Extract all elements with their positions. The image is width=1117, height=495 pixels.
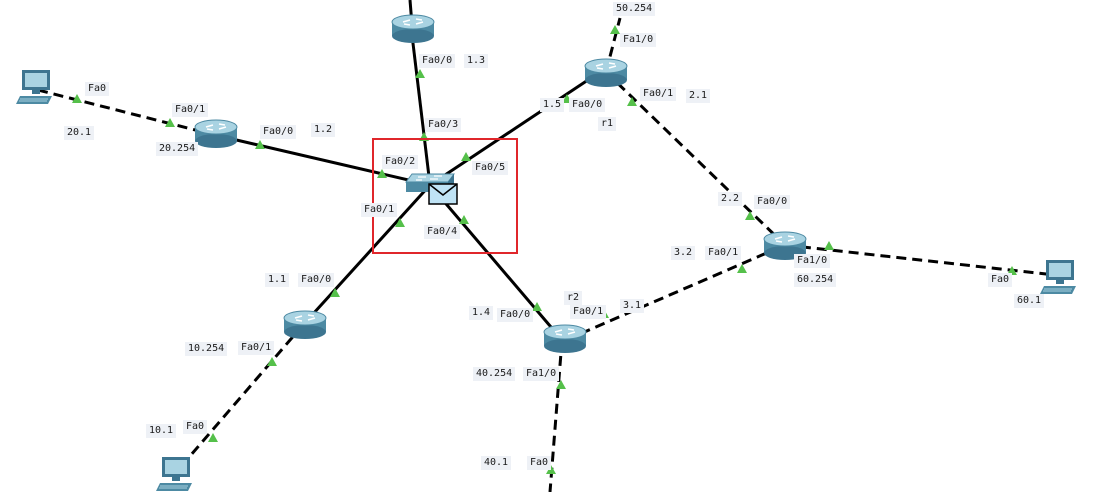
port-indicator [461,152,471,161]
port-label: Fa0/3 [425,118,462,132]
ip-label: 2.1 [686,89,711,103]
port-label: Fa1/0 [523,367,560,381]
ip-label: 50.254 [613,2,656,16]
ip-label: 3.2 [671,246,696,260]
link-switch-bottomleft-router[interactable] [301,183,432,327]
ip-label: 20.254 [156,142,199,156]
port-indicator [72,94,82,103]
ip-label: 10.254 [185,342,228,356]
ip-label: 3.1 [620,299,645,313]
port-label: Fa0/1 [361,203,398,217]
ip-label: 1.3 [464,54,489,68]
port-indicator [255,140,265,149]
link-r2-right-router[interactable] [565,243,786,342]
port-label: Fa0 [85,82,110,96]
ip-label: 1.4 [469,306,494,320]
port-indicator [737,264,747,273]
link-r1-switch[interactable] [429,70,601,187]
port-label: Fa0/1 [705,246,742,260]
pc-60[interactable] [1040,258,1080,298]
port-label: Fa0/1 [172,103,209,117]
port-indicator [824,241,834,250]
port-label: Fa0 [183,420,208,434]
port-indicator [330,288,340,297]
port-indicator [165,118,175,127]
port-label: Fa0/0 [298,273,335,287]
ip-label: 60.1 [1014,294,1045,308]
port-indicator [377,169,387,178]
port-label: Fa0 [527,456,552,470]
link-top-router-switch[interactable] [410,34,432,186]
router-icon [391,14,435,43]
port-label: Fa0/5 [472,161,509,175]
port-label: Fa0/0 [260,125,297,139]
port-indicator [459,215,469,224]
pc-icon [1040,260,1076,294]
port-label: Fa0/1 [238,341,275,355]
router-icon [283,310,327,339]
port-indicators [72,25,1017,474]
ip-label: 60.254 [794,273,837,287]
port-indicator [1007,266,1017,275]
ip-label: 40.1 [481,456,512,470]
pdu-envelope[interactable] [428,183,458,205]
port-indicator [556,380,566,389]
router-top[interactable] [390,12,436,44]
ip-label: 1.2 [311,123,336,137]
port-label: Fa0/1 [570,305,607,319]
port-indicator [267,357,277,366]
port-indicator [208,433,218,442]
port-label: Fa0 [988,273,1013,287]
ip-label: 1.1 [265,273,290,287]
port-indicator [415,69,425,78]
router-r1[interactable] [583,56,629,88]
port-label: Fa0/0 [497,308,534,322]
port-label: Fa0/1 [640,87,677,101]
router-left[interactable] [193,117,239,149]
router-r2[interactable] [542,322,588,354]
pc-20[interactable] [16,68,56,108]
link-switch-r2[interactable] [428,184,564,341]
port-indicator [532,302,542,311]
pc-icon [16,70,52,104]
router-icon [584,58,628,87]
port-label: Fa0/2 [382,155,419,169]
link-left-router-switch[interactable] [214,133,431,187]
router-icon [194,119,238,148]
envelope-icon [428,183,458,205]
port-label: Fa1/0 [620,33,657,47]
port-label: Fa0/0 [419,54,456,68]
link-pc20-left-router[interactable] [37,88,216,137]
ip-label: 2.2 [718,192,743,206]
port-label: Fa1/0 [794,254,831,268]
port-indicator [627,97,637,106]
port-label: Fa0/4 [424,225,461,239]
ip-label: 20.1 [64,126,95,140]
selection-rectangle [372,138,518,254]
device-name-label: r1 [598,117,617,131]
port-indicator [395,218,405,227]
ip-label: 40.254 [473,367,516,381]
ip-label: 10.1 [146,424,177,438]
port-label: Fa0/0 [754,195,791,209]
link-r1-right-router[interactable] [604,70,787,247]
port-label: Fa0/0 [569,98,606,112]
link-r2-down[interactable] [548,339,564,492]
device-name-label: r2 [564,291,583,305]
pc-icon [156,457,192,491]
router-bottom-left[interactable] [282,308,328,340]
router-icon [543,324,587,353]
ip-label: 1.5 [540,98,565,112]
port-indicator [610,25,620,34]
pc-10[interactable] [156,455,196,495]
port-indicator [745,211,755,220]
